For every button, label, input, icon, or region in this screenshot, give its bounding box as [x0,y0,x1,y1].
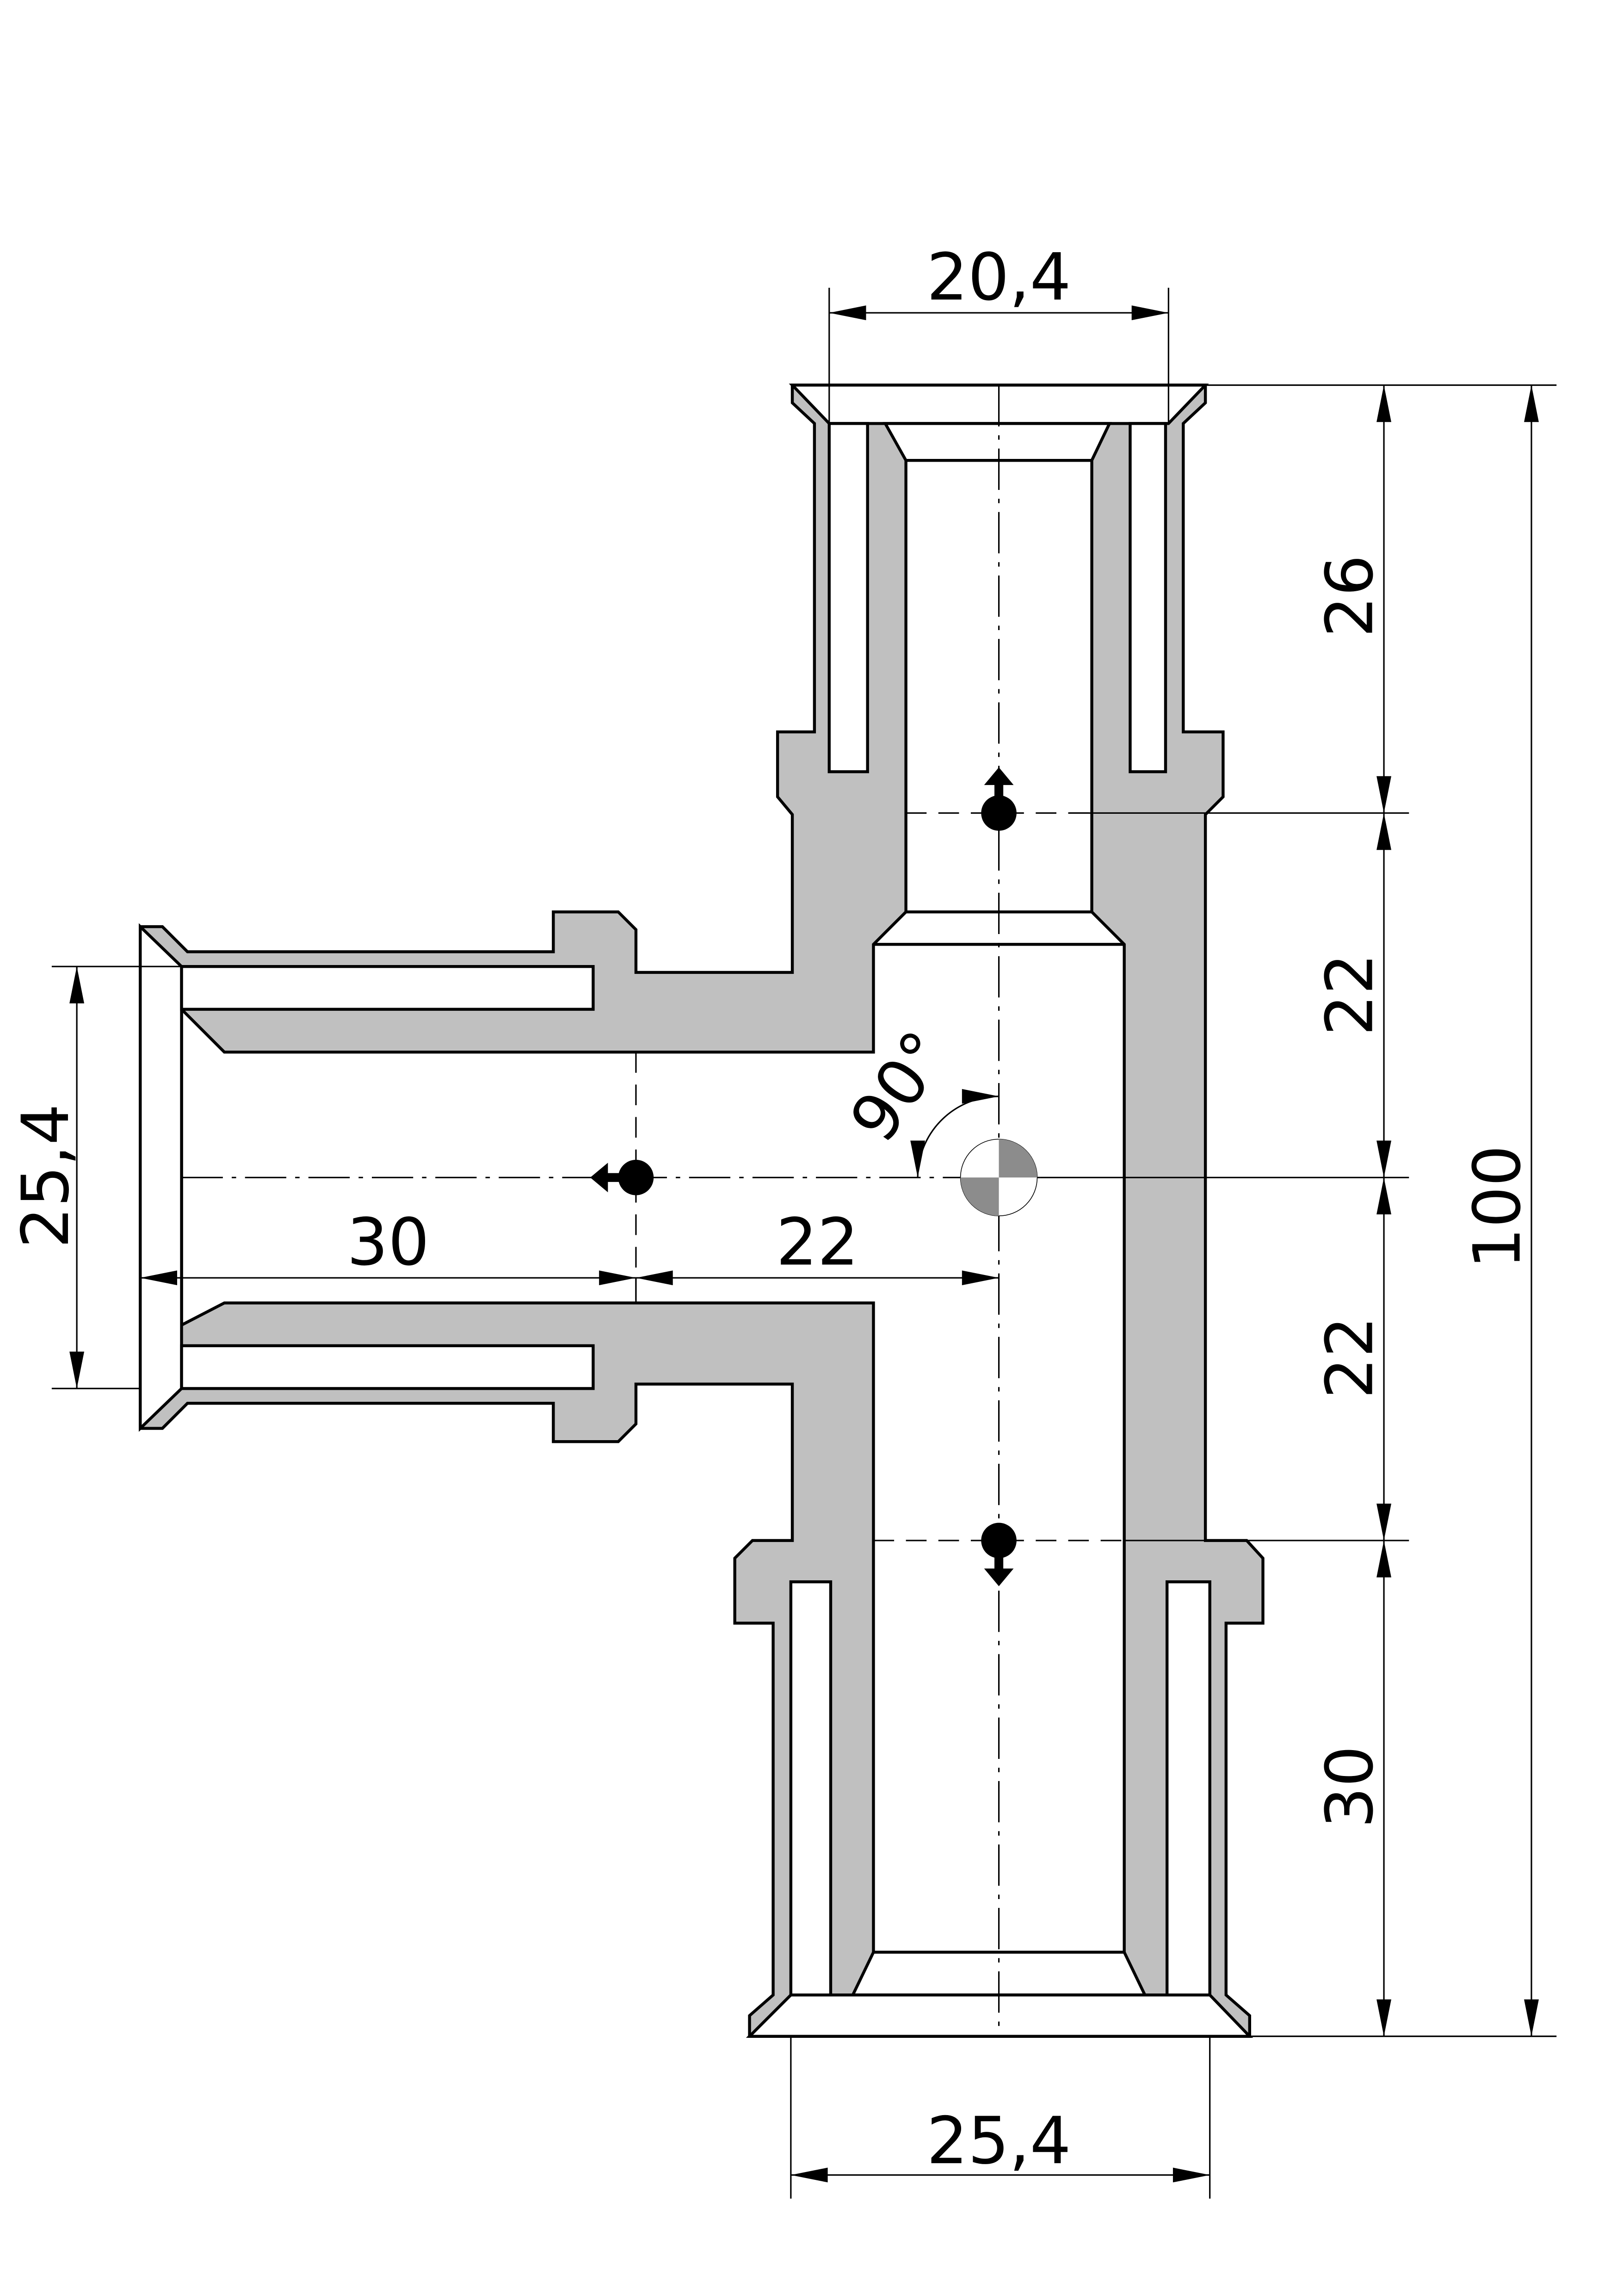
dimension-lines [69,305,1539,2183]
fitting-body [139,384,1265,2038]
port-arrow-top-icon [981,767,1017,831]
dim-bottom-width: 25,4 [926,2104,1071,2179]
dim-top-width: 20,4 [926,240,1071,315]
dim-right-top-socket: 26 [1313,555,1388,637]
dim-right-upper-mid: 22 [1313,953,1388,1036]
dim-right-lower-mid: 22 [1313,1316,1388,1399]
port-arrow-bottom-icon [981,1522,1017,1586]
dim-right-bottom-socket: 30 [1313,1745,1388,1828]
dim-left-height: 25,4 [8,1104,84,1248]
left-cap-opening [139,923,183,1432]
dim-left-length: 30 [347,1205,430,1280]
dim-left-offset: 22 [776,1205,859,1280]
port-arrow-left-icon [590,1160,654,1195]
center-of-gravity-icon [960,1139,1038,1217]
dim-overall-length: 100 [1460,1145,1536,1269]
